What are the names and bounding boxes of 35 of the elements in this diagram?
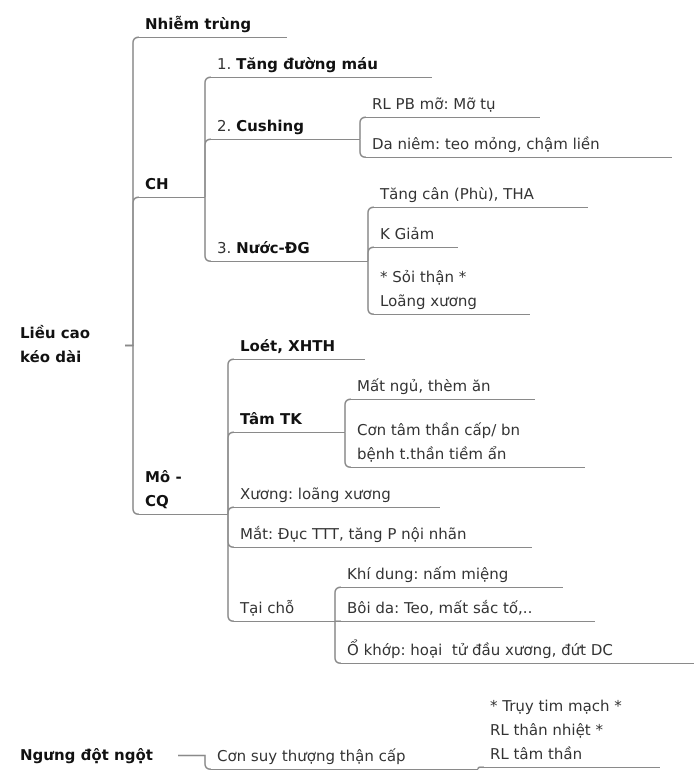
branch-topic-label: Tâm TK bbox=[234, 407, 345, 433]
branch-connector bbox=[367, 246, 375, 262]
root-topic-label: Liều cao kéo dài bbox=[14, 321, 125, 370]
branch-connector bbox=[334, 620, 341, 622]
branch-topic-label: Mất ngủ, thèm ăn bbox=[351, 374, 535, 400]
branch-topic-label: Cơn suy thượng thận cấp bbox=[211, 744, 478, 770]
branch-topic-label: Mô - CQ bbox=[139, 465, 228, 515]
branch-topic-label: Mắt: Đục TTT, tăng P nội nhãn bbox=[234, 522, 532, 548]
root-topic-label: Ngưng đột ngột bbox=[14, 743, 178, 768]
branch-topic-label: RL PB mỡ: Mỡ tụ bbox=[366, 92, 540, 118]
branch-topic-label: Bôi da: Teo, mất sắc tố,.. bbox=[341, 596, 595, 622]
branch-topic-label: 2. Cushing bbox=[211, 114, 360, 140]
branch-topic-label: Da niêm: teo mỏng, chậm liền bbox=[366, 132, 672, 158]
branch-topic-label: * Sỏi thận * Loãng xương bbox=[374, 265, 530, 315]
branch-topic-label: K Giảm bbox=[374, 222, 458, 248]
branch-topic-label: Khí dung: nấm miệng bbox=[341, 562, 563, 588]
branch-connector bbox=[359, 116, 367, 140]
branch-topic-label: Tại chỗ bbox=[234, 596, 335, 622]
branch-topic-label: Nhiễm trùng bbox=[139, 12, 287, 38]
branch-topic-label: Cơn tâm thần cấp/ bn bệnh t.thần tiềm ẩn bbox=[351, 418, 585, 468]
branch-topic-label: Tăng cân (Phù), THA bbox=[374, 182, 588, 208]
branch-connector bbox=[227, 432, 235, 515]
branch-topic-label: CH bbox=[139, 172, 205, 198]
branch-topic-label: 1. Tăng đường máu bbox=[211, 52, 432, 78]
branch-connector bbox=[204, 138, 212, 198]
branch-topic-label: Xương: loãng xương bbox=[234, 482, 440, 508]
branch-connector bbox=[359, 138, 367, 158]
branch-topic-label: * Trụy tim mạch * RL thân nhiệt * RL tâm thần bbox=[484, 694, 660, 768]
branch-topic-label: 3. Nước-ĐG bbox=[211, 236, 368, 262]
branch-connector bbox=[334, 620, 342, 664]
branch-connector bbox=[178, 754, 212, 770]
branch-connector bbox=[227, 506, 235, 515]
branch-topic-label: Ổ khớp: hoại tử đầu xương, đứt DC bbox=[341, 638, 694, 664]
branch-topic-label: Loét, XHTH bbox=[234, 334, 365, 360]
branch-connector bbox=[477, 766, 484, 770]
